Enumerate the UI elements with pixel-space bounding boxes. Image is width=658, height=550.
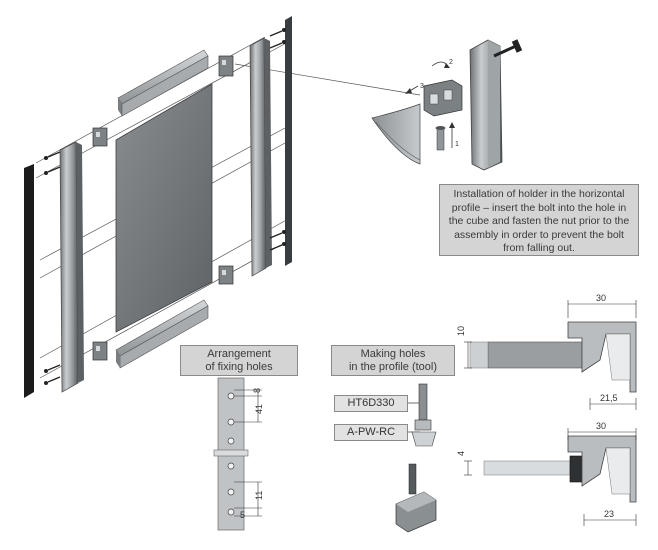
making-holes-title-line1: Making holes xyxy=(360,348,426,360)
tool-label-ht6d330: HT6D330 xyxy=(334,395,408,412)
left-vertical-profile xyxy=(59,141,84,393)
hole-dim-11: 11 xyxy=(254,491,264,500)
installation-note: Installation of holder in the horizontal… xyxy=(439,184,639,256)
making-holes-title: Making holes in the profile (tool) xyxy=(331,345,455,376)
arrangement-title: Arrangement of fixing holes xyxy=(180,345,298,376)
top-depth-dim: 21,5 xyxy=(600,393,618,403)
bottom-depth-dim: 23 xyxy=(604,509,614,519)
screws xyxy=(47,30,283,383)
bottom-width-dim: 30 xyxy=(596,421,606,431)
arrangement-title-line2: of fixing holes xyxy=(205,361,273,373)
hole-dim-8: 8 xyxy=(252,388,262,393)
arrangement-title-line1: Arrangement xyxy=(207,348,271,360)
making-holes-title-line2: in the profile (tool) xyxy=(348,361,438,373)
step-label-2: 2 xyxy=(449,59,453,66)
step-label-1: 1 xyxy=(455,141,459,148)
hole-dim-41: 41 xyxy=(254,404,264,414)
fixing-holes-strip: 8 41 11 5 xyxy=(213,377,264,531)
tool-label-a-pw-rc: A-PW-RC xyxy=(334,424,408,441)
profile-section-bottom: 30 4 23 xyxy=(456,421,637,526)
top-thickness-dim: 10 xyxy=(456,326,466,336)
hole-dim-5: 5 xyxy=(240,510,245,520)
exploded-assembly xyxy=(24,16,421,398)
right-vertical-profile xyxy=(249,37,272,277)
profile-section-top: 30 10 21,5 xyxy=(456,293,637,410)
bottom-horizontal-rail xyxy=(115,299,209,369)
glass-panel xyxy=(115,83,213,333)
top-horizontal-rail xyxy=(117,49,209,117)
left-end-post xyxy=(24,164,34,398)
bottom-thickness-dim: 4 xyxy=(456,451,466,456)
drilling-tools xyxy=(395,383,437,533)
step-label-3: 3 xyxy=(420,83,424,90)
holder-detail: 1 2 3 xyxy=(371,39,523,171)
holder-cube-top-right xyxy=(218,55,234,77)
top-width-dim: 30 xyxy=(596,293,606,303)
right-end-post xyxy=(285,16,292,266)
